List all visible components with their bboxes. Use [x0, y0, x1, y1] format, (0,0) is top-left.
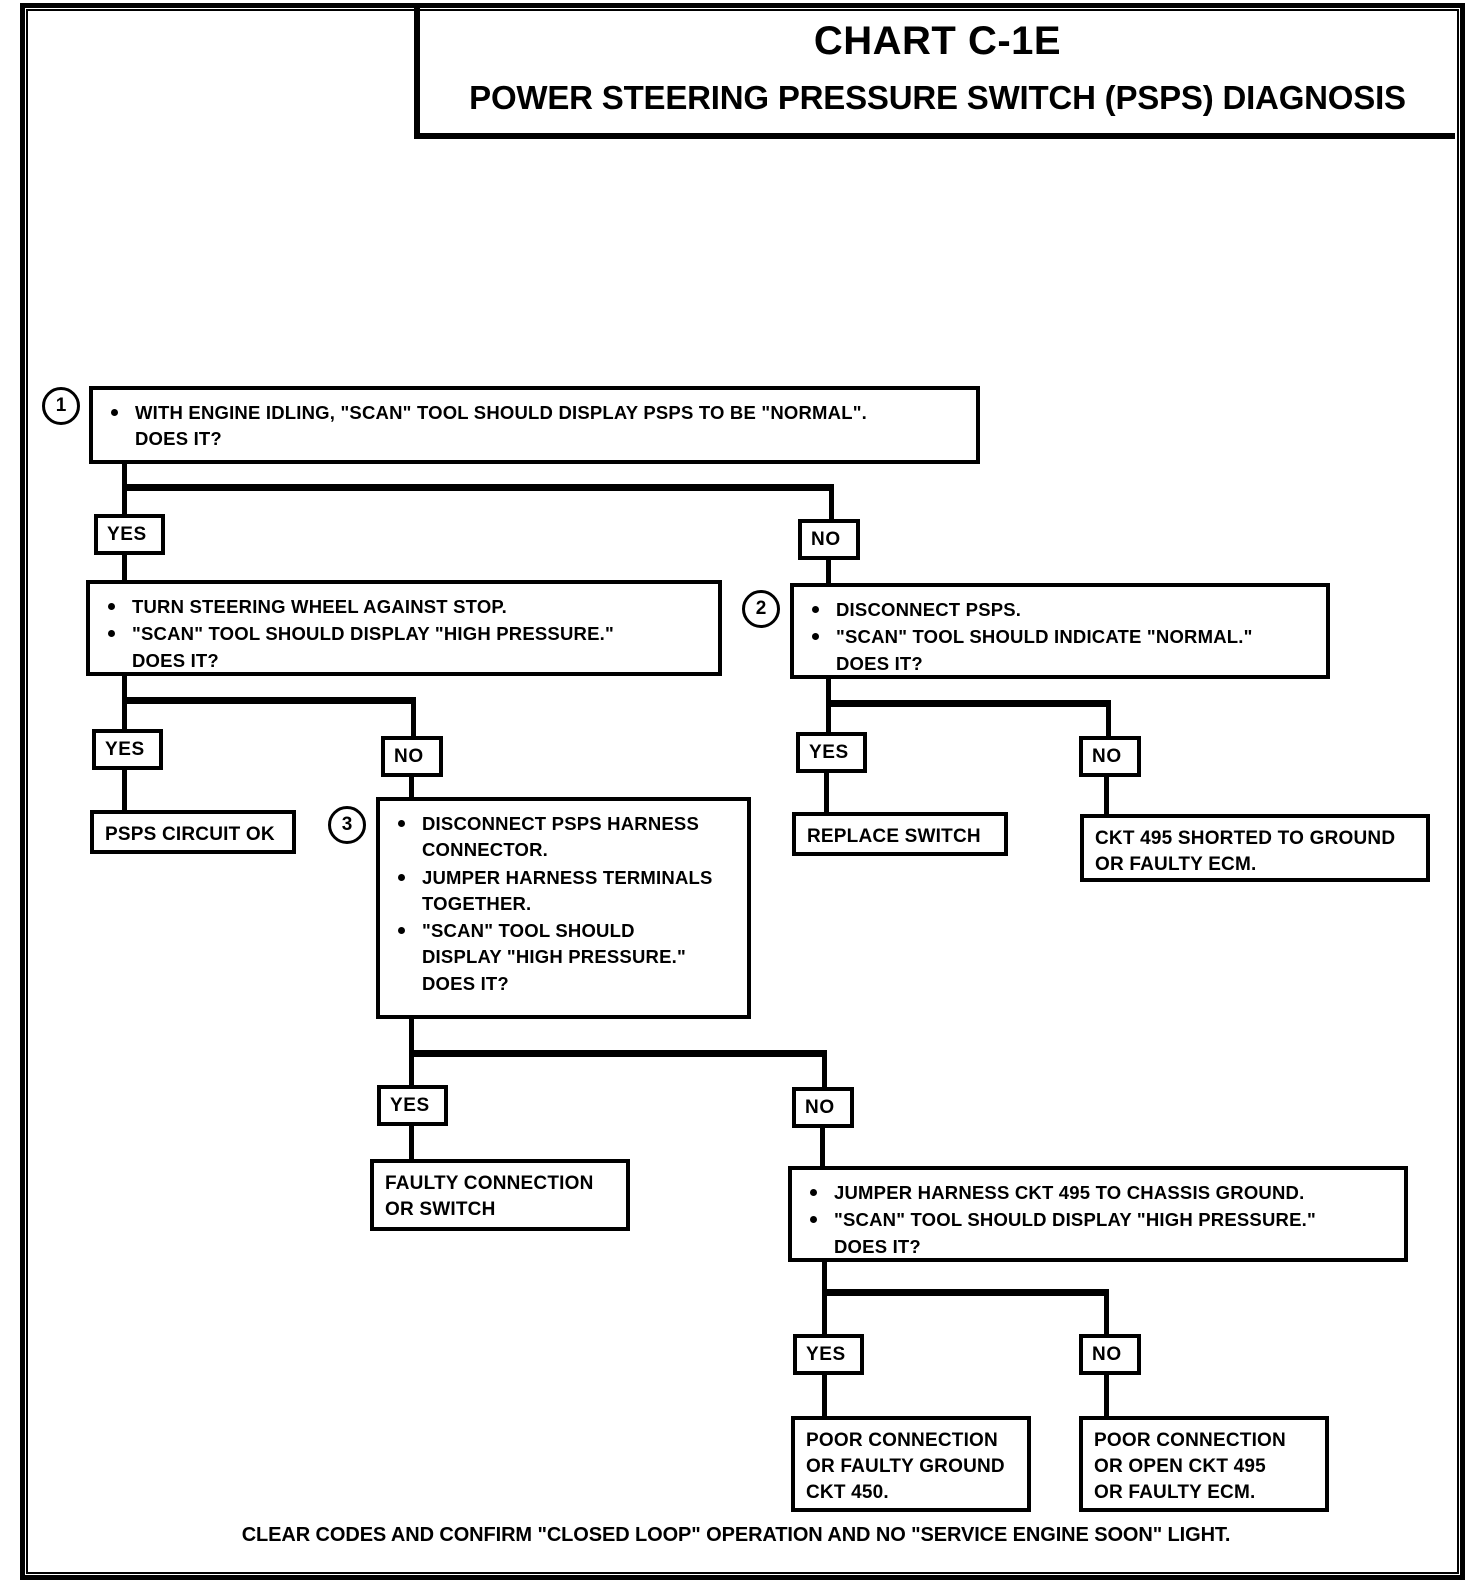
- no-label-step1: NO: [798, 519, 860, 560]
- result-psps-circuit-ok-text: PSPS CIRCUIT OK: [105, 824, 275, 845]
- result-poor-connection-ground-text: POOR CONNECTION OR FAULTY GROUND CKT 450…: [806, 1430, 1005, 1504]
- yes-label-turnwheel: YES: [92, 729, 163, 770]
- connector-step1-down: [122, 464, 127, 488]
- result-faulty-connection-or-switch-text: FAULTY CONNECTION OR SWITCH: [385, 1173, 594, 1221]
- connector-yes-jumper-to-result: [822, 1373, 827, 1419]
- yes-label-step1: YES: [94, 514, 165, 555]
- result-ckt495-shorted-text: CKT 495 SHORTED TO GROUND OR FAULTY ECM.: [1095, 828, 1396, 876]
- connector-yes1-to-turnwheel: [122, 553, 127, 582]
- result-poor-connection-open-text: POOR CONNECTION OR OPEN CKT 495 OR FAULT…: [1094, 1430, 1286, 1504]
- connector-jumper-down: [822, 1262, 827, 1294]
- no-label-jumper: NO: [1079, 1334, 1141, 1375]
- step-3-bullet-1: DISCONNECT PSPS HARNESS CONNECTOR.: [392, 811, 737, 864]
- connector-no2-to-ckt495: [1104, 775, 1109, 817]
- connector-no1-to-step2: [826, 558, 831, 587]
- connector-step1-yes-down: [122, 484, 127, 516]
- no-label-step3: NO: [792, 1087, 854, 1128]
- result-poor-connection-open: POOR CONNECTION OR OPEN CKT 495 OR FAULT…: [1079, 1416, 1329, 1512]
- connector-jumper-no-down: [1104, 1289, 1109, 1335]
- step-jumper-ground-box: JUMPER HARNESS CKT 495 TO CHASSIS GROUND…: [788, 1166, 1408, 1262]
- yes-label-step3: YES: [377, 1085, 448, 1126]
- result-ckt495-shorted: CKT 495 SHORTED TO GROUND OR FAULTY ECM.: [1080, 814, 1430, 882]
- jumper-ground-bullet-1: JUMPER HARNESS CKT 495 TO CHASSIS GROUND…: [804, 1180, 1394, 1206]
- connector-step3-no-down: [822, 1050, 827, 1088]
- step-2-bullet-2: "SCAN" TOOL SHOULD INDICATE "NORMAL." DO…: [806, 624, 1316, 677]
- step-1-bullet-1: WITH ENGINE IDLING, "SCAN" TOOL SHOULD D…: [105, 400, 966, 453]
- connector-turnwheel-down: [122, 676, 127, 702]
- connector-no-jumper-to-result: [1104, 1373, 1109, 1419]
- result-replace-switch-text: REPLACE SWITCH: [807, 826, 981, 847]
- chart-subtitle: POWER STEERING PRESSURE SWITCH (PSPS) DI…: [469, 79, 1406, 116]
- connector-step3-yes-down: [409, 1050, 414, 1086]
- connector-no3-to-jumper: [820, 1126, 825, 1168]
- step-2-bullet-1: DISCONNECT PSPS.: [806, 597, 1316, 623]
- result-poor-connection-ground: POOR CONNECTION OR FAULTY GROUND CKT 450…: [791, 1416, 1031, 1512]
- step-3-bullet-3: "SCAN" TOOL SHOULD DISPLAY "HIGH PRESSUR…: [392, 918, 737, 997]
- connector-step1-no-down: [829, 484, 834, 521]
- turn-wheel-bullet-1: TURN STEERING WHEEL AGAINST STOP.: [102, 594, 708, 620]
- title-block: CHART C-1E POWER STEERING PRESSURE SWITC…: [414, 3, 1455, 139]
- result-psps-circuit-ok: PSPS CIRCUIT OK: [90, 810, 296, 854]
- connector-step2-split: [826, 700, 1111, 707]
- step-3-bullet-2: JUMPER HARNESS TERMINALS TOGETHER.: [392, 865, 737, 918]
- yes-label-jumper: YES: [793, 1334, 864, 1375]
- connector-jumper-split: [822, 1289, 1109, 1296]
- yes-label-step2: YES: [796, 732, 867, 773]
- jumper-ground-bullet-2: "SCAN" TOOL SHOULD DISPLAY "HIGH PRESSUR…: [804, 1207, 1394, 1260]
- step-marker-1: 1: [42, 387, 80, 425]
- connector-step1-split: [122, 484, 834, 491]
- step-1-box: WITH ENGINE IDLING, "SCAN" TOOL SHOULD D…: [89, 386, 980, 464]
- step-marker-2: 2: [742, 590, 780, 628]
- step-2-box: DISCONNECT PSPS. "SCAN" TOOL SHOULD INDI…: [790, 583, 1330, 679]
- connector-step2-yes-down: [826, 700, 831, 733]
- connector-jumper-yes-down: [822, 1289, 827, 1335]
- connector-step2-down: [826, 679, 831, 705]
- connector-yes-to-psps-ok: [122, 768, 127, 813]
- chart-title: CHART C-1E: [813, 19, 1062, 63]
- connector-turnwheel-yes-down: [122, 697, 127, 730]
- footer-note: CLEAR CODES AND CONFIRM "CLOSED LOOP" OP…: [241, 1524, 1231, 1546]
- connector-no-to-step3: [409, 775, 414, 800]
- connector-step3-down: [409, 1019, 414, 1055]
- turn-wheel-bullet-2: "SCAN" TOOL SHOULD DISPLAY "HIGH PRESSUR…: [102, 621, 708, 674]
- connector-step2-no-down: [1106, 700, 1111, 737]
- no-label-step2: NO: [1079, 736, 1141, 777]
- page-border-outer: [20, 3, 1465, 1580]
- connector-turnwheel-no-down: [411, 697, 416, 739]
- result-faulty-connection-or-switch: FAULTY CONNECTION OR SWITCH: [370, 1159, 630, 1231]
- step-turn-wheel-box: TURN STEERING WHEEL AGAINST STOP. "SCAN"…: [86, 580, 722, 676]
- connector-yes2-to-replace: [824, 771, 829, 815]
- connector-step3-split: [409, 1050, 827, 1057]
- connector-turnwheel-split: [122, 697, 416, 704]
- connector-yes3-to-faulty: [409, 1124, 414, 1164]
- step-3-box: DISCONNECT PSPS HARNESS CONNECTOR. JUMPE…: [376, 797, 751, 1019]
- step-marker-3: 3: [328, 806, 366, 844]
- result-replace-switch: REPLACE SWITCH: [792, 812, 1008, 856]
- page-border-inner: [26, 9, 1459, 1574]
- no-label-turnwheel: NO: [381, 736, 443, 777]
